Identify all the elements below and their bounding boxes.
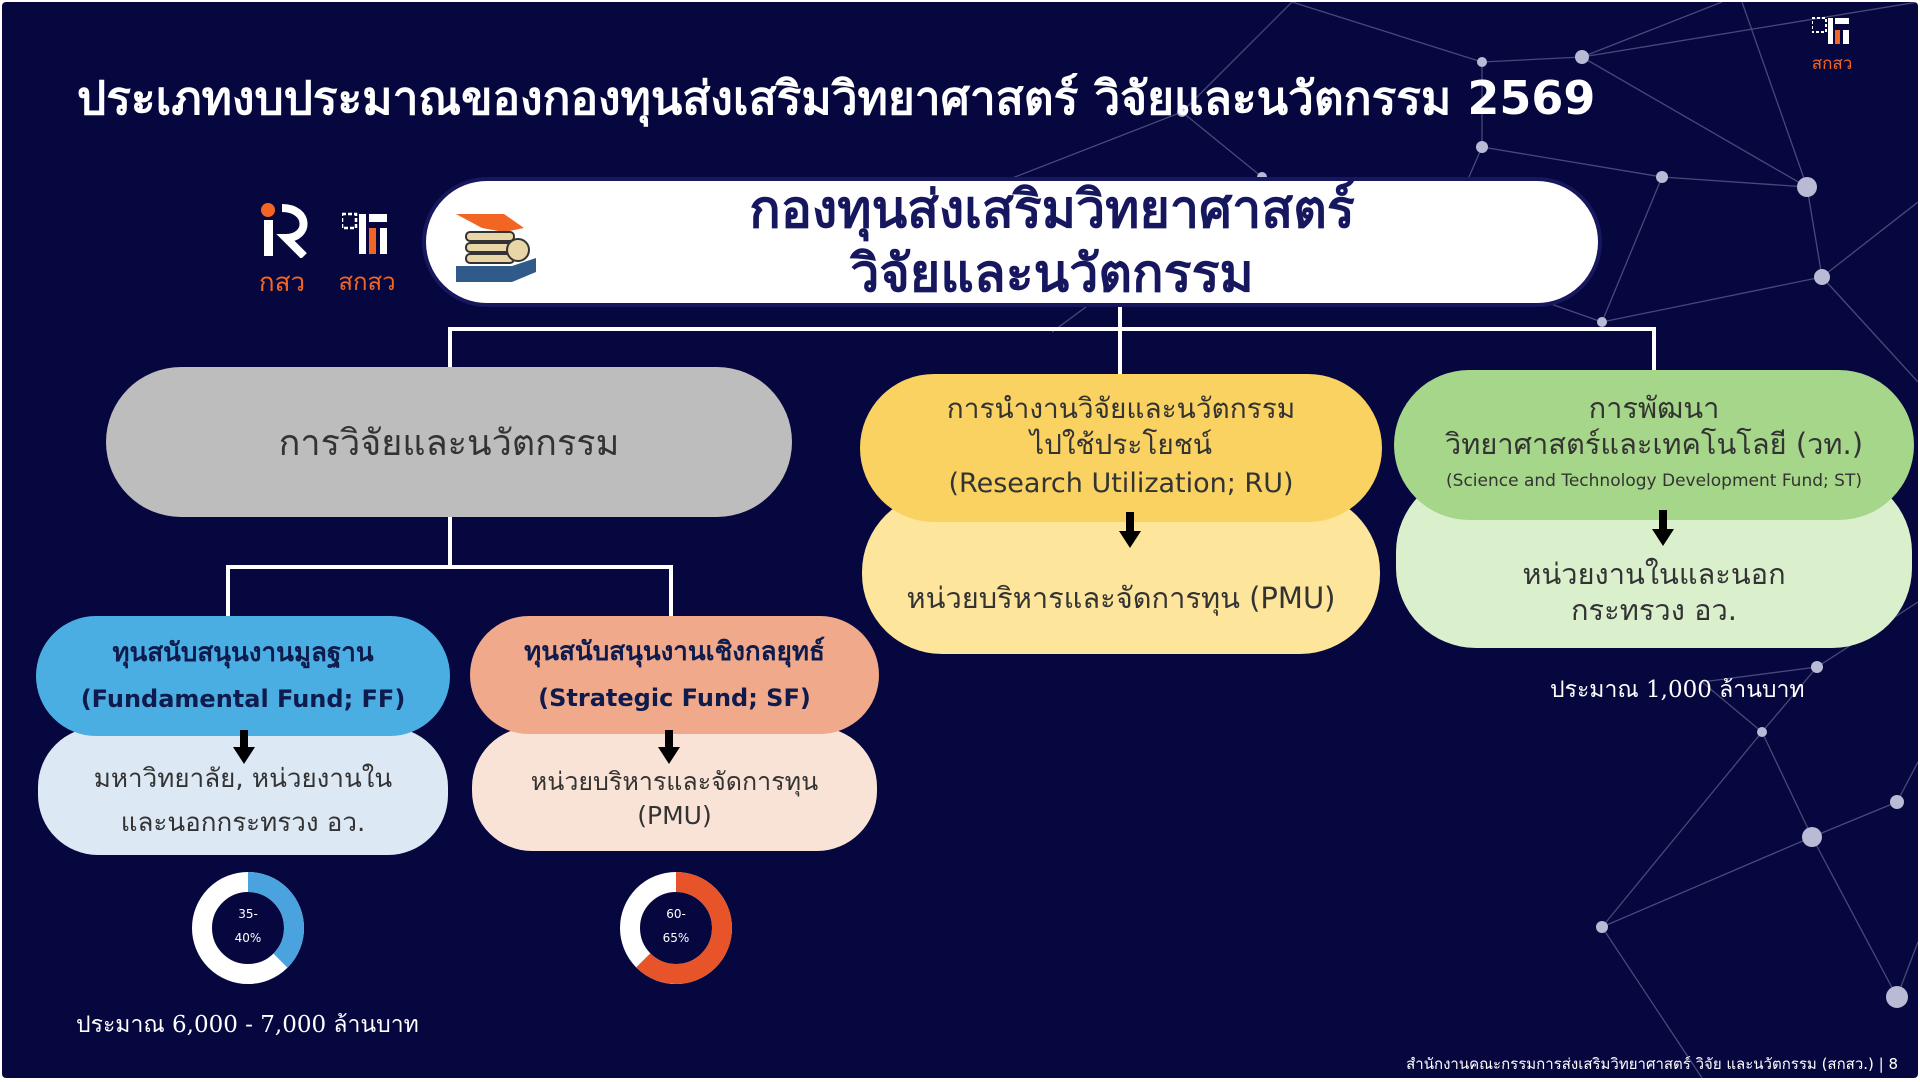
connector-research-down bbox=[448, 517, 452, 567]
st-box: การพัฒนา วิทยาศาสตร์และเทคโนโลยี (วท.) (… bbox=[1394, 370, 1914, 520]
ru-down-arrow-icon bbox=[1119, 531, 1141, 548]
sf-subtitle: (Strategic Fund; SF) bbox=[538, 684, 811, 712]
st-target-line1: หน่วยงานในและนอก bbox=[1522, 557, 1786, 591]
connector-to-research bbox=[448, 327, 452, 367]
connector-to-ff bbox=[226, 565, 230, 617]
sf-share-label-1: 60- bbox=[666, 907, 686, 921]
sf-box: ทุนสนับสนุนงานเชิงกลยุทธ์ (Strategic Fun… bbox=[470, 616, 879, 734]
ff-share-donut: 35- 40% bbox=[192, 872, 304, 984]
logo-kasaw: กสว bbox=[252, 200, 312, 298]
sf-share-label-2: 65% bbox=[663, 931, 690, 945]
ff-share-label-1: 35- bbox=[238, 907, 258, 921]
corner-logo-mark-icon bbox=[1812, 17, 1849, 44]
ff-share-label-2: 40% bbox=[235, 931, 262, 945]
connector-to-st bbox=[1652, 327, 1656, 371]
st-target-line2: กระทรวง อว. bbox=[1571, 593, 1737, 627]
research-innovation-label: การวิจัยและนวัตกรรม bbox=[278, 422, 620, 464]
footer-text: สำนักงานคณะกรรมการส่งเสริมวิทยาศาสตร์ วิ… bbox=[1406, 1055, 1898, 1073]
ru-target: หน่วยบริหารและจัดการทุน (PMU) bbox=[906, 581, 1336, 615]
sf-donut-arc bbox=[620, 872, 732, 984]
ff-title: ทุนสนับสนุนงานมูลฐาน bbox=[112, 638, 374, 668]
ru-title-line1: การนำงานวิจัยและนวัตกรรม bbox=[946, 392, 1296, 425]
ru-arrow-stem bbox=[1126, 512, 1134, 534]
ff-target-line2: และนอกกระทรวง อว. bbox=[120, 808, 366, 838]
st-title-line2: วิทยาศาสตร์และเทคโนโลยี (วท.) bbox=[1444, 427, 1864, 461]
connector-ff-sf-horizontal bbox=[226, 565, 673, 569]
kasaw-logo-label: กสว bbox=[258, 268, 306, 298]
st-title-line3: (Science and Technology Development Fund… bbox=[1446, 471, 1862, 491]
research-innovation-box: การวิจัยและนวัตกรรม bbox=[106, 367, 792, 517]
page-title: ประเภทงบประมาณของกองทุนส่งเสริมวิทยาศาสต… bbox=[77, 71, 1596, 125]
connector-to-ru bbox=[1118, 327, 1122, 375]
st-title-line1: การพัฒนา bbox=[1588, 391, 1720, 425]
ff-box: ทุนสนับสนุนงานมูลฐาน (Fundamental Fund; … bbox=[36, 616, 450, 736]
ff-arrow-stem bbox=[240, 730, 248, 750]
center-fund-title-line1: กองทุนส่งเสริมวิทยาศาสตร์ bbox=[749, 180, 1355, 240]
ff-donut-arc bbox=[192, 872, 304, 984]
connector-to-sf bbox=[669, 565, 673, 617]
center-fund-box: กองทุนส่งเสริมวิทยาศาสตร์ วิจัยและนวัตกร… bbox=[422, 177, 1602, 307]
sf-target-line2: (PMU) bbox=[637, 801, 712, 830]
ff-subtitle: (Fundamental Fund; FF) bbox=[80, 685, 406, 713]
research-budget-note: ประมาณ 6,000 - 7,000 ล้านบาท bbox=[76, 1012, 419, 1038]
corner-logo-text: สกสว bbox=[1811, 54, 1853, 74]
ru-title-line2: ไปใช้ประโยชน์ bbox=[1030, 428, 1212, 461]
st-budget-note: ประมาณ 1,000 ล้านบาท bbox=[1550, 677, 1805, 703]
kasaw-logo-icon bbox=[261, 203, 308, 259]
ru-title-line3: (Research Utilization; RU) bbox=[948, 468, 1294, 499]
connector-center-down bbox=[1118, 307, 1122, 329]
sakasaw-logo-icon bbox=[340, 212, 387, 254]
sf-down-arrow-icon bbox=[658, 747, 680, 764]
sf-target-box: หน่วยบริหารและจัดการทุน (PMU) bbox=[472, 727, 877, 851]
ff-target-line1: มหาวิทยาลัย, หน่วยงานใน bbox=[93, 764, 393, 794]
sf-target-line1: หน่วยบริหารและจัดการทุน bbox=[530, 767, 819, 796]
sf-title: ทุนสนับสนุนงานเชิงกลยุทธ์ bbox=[524, 637, 825, 667]
corner-logo: สกสว bbox=[1802, 16, 1862, 76]
sf-arrow-stem bbox=[665, 730, 673, 750]
ru-box: การนำงานวิจัยและนวัตกรรม ไปใช้ประโยชน์ (… bbox=[860, 374, 1382, 522]
money-hand-icon bbox=[456, 214, 536, 282]
st-down-arrow-icon bbox=[1652, 529, 1674, 546]
sf-share-donut: 60- 65% bbox=[620, 872, 732, 984]
sakasaw-logo-label: สกสว bbox=[338, 268, 396, 296]
logo-sakasaw: สกสว bbox=[332, 210, 402, 296]
ff-down-arrow-icon bbox=[233, 747, 255, 764]
center-fund-title-line2: วิจัยและนวัตกรรม bbox=[850, 244, 1254, 304]
st-arrow-stem bbox=[1659, 510, 1667, 532]
connector-horizontal-top bbox=[448, 327, 1656, 331]
